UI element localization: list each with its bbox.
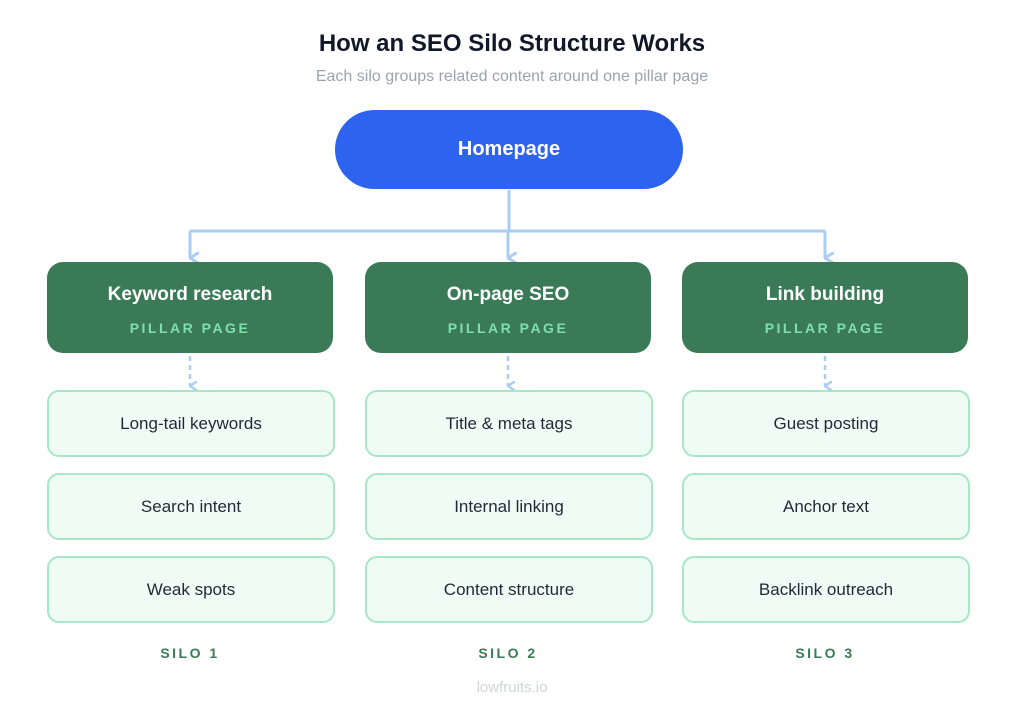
pillar-tag: PILLAR PAGE — [447, 320, 569, 336]
silo-item: Title & meta tags — [365, 390, 653, 457]
silo-item-label: Title & meta tags — [445, 413, 573, 433]
silo-item: Anchor text — [682, 473, 970, 540]
pillar-node-link-building: Link building PILLAR PAGE — [682, 262, 968, 353]
silo-item-label: Weak spots — [146, 579, 236, 599]
silo-label: SILO 2 — [478, 645, 538, 661]
silo-item: Search intent — [47, 473, 335, 540]
diagram-subtitle: Each silo groups related content around … — [315, 68, 709, 85]
homepage-node: Homepage — [335, 110, 683, 189]
pillar-tag: PILLAR PAGE — [764, 320, 886, 336]
diagram-title: How an SEO Silo Structure Works — [318, 30, 706, 57]
silo-item-label: Anchor text — [783, 496, 869, 516]
silo-item: Content structure — [365, 556, 653, 623]
pillar-node-on-page-seo: On-page SEO PILLAR PAGE — [365, 262, 651, 353]
silo-item-label: Long-tail keywords — [120, 413, 262, 433]
silo-item: Guest posting — [682, 390, 970, 457]
silo-item-label: Backlink outreach — [758, 579, 894, 599]
silo-item: Weak spots — [47, 556, 335, 623]
silo-item: Backlink outreach — [682, 556, 970, 623]
silo-label: SILO 1 — [160, 645, 220, 661]
pillar-node-keyword-research: Keyword research PILLAR PAGE — [47, 262, 333, 353]
pillar-name: On-page SEO — [446, 284, 570, 305]
silo-item: Long-tail keywords — [47, 390, 335, 457]
silo-item-label: Internal linking — [454, 496, 564, 516]
pillar-name: Link building — [765, 284, 885, 305]
silo-item: Internal linking — [365, 473, 653, 540]
silo-item-label: Content structure — [443, 579, 575, 599]
silo-label: SILO 3 — [795, 645, 855, 661]
pillar-name: Keyword research — [107, 284, 273, 305]
silo-item-label: Guest posting — [773, 413, 879, 433]
footer-brand: lowfruits.io — [476, 679, 548, 696]
pillar-tag: PILLAR PAGE — [129, 320, 251, 336]
silo-item-label: Search intent — [140, 496, 242, 516]
homepage-label: Homepage — [457, 138, 561, 160]
